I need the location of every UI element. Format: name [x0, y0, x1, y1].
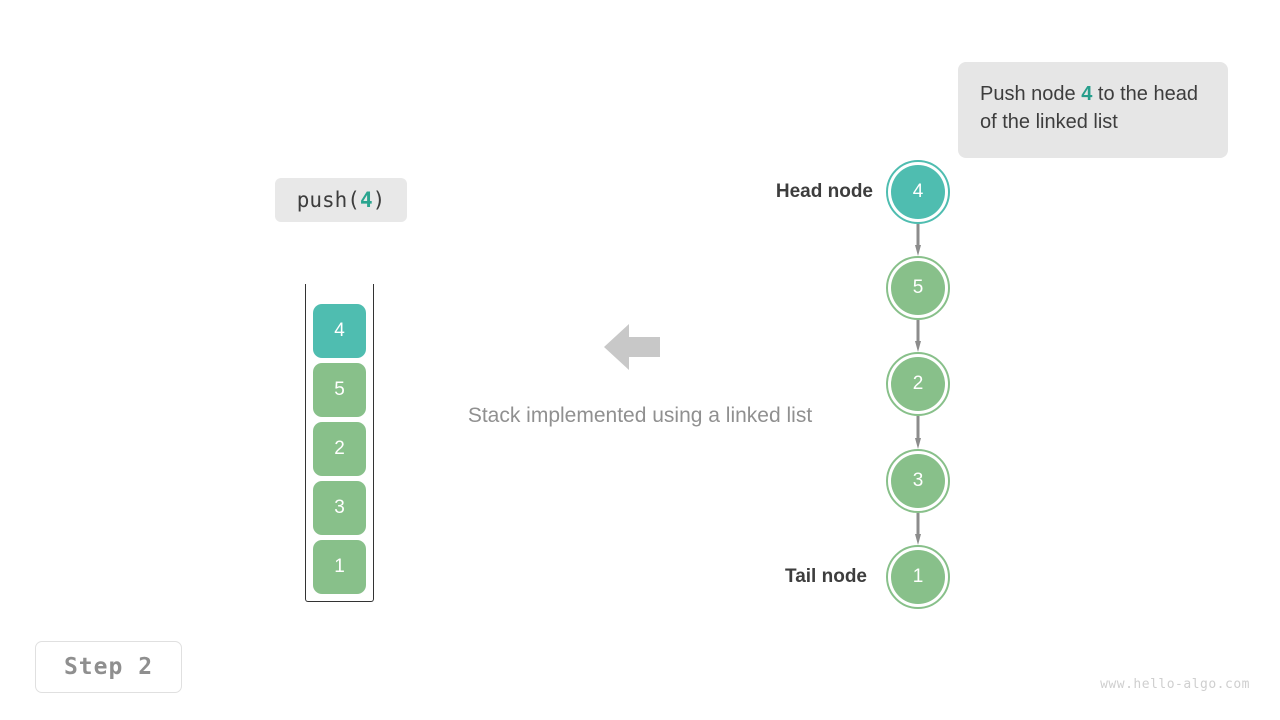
- diagram-caption: Stack implemented using a linked list: [467, 404, 813, 427]
- linked-list-node: 3: [886, 449, 950, 513]
- stack-cell: 4: [313, 304, 366, 358]
- stack-cell-value: 1: [334, 556, 345, 577]
- stack-cell: 1: [313, 540, 366, 594]
- connector-arrow-icon: [915, 320, 921, 352]
- left-arrow-icon: [604, 324, 660, 370]
- node-ring: [886, 545, 950, 609]
- node-ring: [886, 160, 950, 224]
- node-fill: [891, 454, 945, 508]
- operation-suffix: ): [372, 188, 386, 212]
- callout-box: Push node 4 to the head of the linked li…: [958, 62, 1228, 158]
- callout-text-before: Push node: [980, 83, 1082, 105]
- linked-list-node: 2: [886, 352, 950, 416]
- stack-cell: 2: [313, 422, 366, 476]
- stack-container: [305, 284, 374, 602]
- stack-cell-value: 3: [334, 497, 345, 518]
- callout-accent-value: 4: [1081, 83, 1093, 105]
- tail-node-label: Tail node: [785, 566, 867, 587]
- operation-argument: 4: [359, 188, 373, 212]
- node-fill: [891, 357, 945, 411]
- operation-label: push(4): [275, 178, 407, 222]
- connector-arrow-icon: [915, 416, 921, 449]
- connector-arrow-icon: [915, 513, 921, 545]
- node-fill: [891, 165, 945, 219]
- linked-list-node: 1: [886, 545, 950, 609]
- node-value: 1: [912, 566, 924, 587]
- linked-list: 4 5 2 3 1: [886, 160, 954, 612]
- watermark: www.hello-algo.com: [1100, 677, 1250, 692]
- callout-text-after: to the head of the linked list: [980, 83, 1198, 133]
- node-ring: [886, 352, 950, 416]
- stack-cell-value: 2: [334, 438, 345, 459]
- head-node-label: Head node: [775, 181, 873, 202]
- stack-cell-list: 4 5 2 3 1: [313, 304, 366, 599]
- node-ring: [886, 449, 950, 513]
- node-value: 4: [912, 181, 924, 202]
- operation-prefix: push(: [296, 188, 360, 212]
- node-value: 2: [912, 373, 924, 394]
- node-fill: [891, 261, 945, 315]
- connector-arrow-icon: [915, 224, 921, 256]
- node-fill: [891, 550, 945, 604]
- node-value: 5: [912, 277, 924, 298]
- linked-list-node: 5: [886, 256, 950, 320]
- stack-cell-value: 4: [334, 320, 345, 341]
- stack-cell: 3: [313, 481, 366, 535]
- node-value: 3: [912, 470, 924, 491]
- step-badge: Step 2: [35, 641, 182, 693]
- stack-cell: 5: [313, 363, 366, 417]
- linked-list-node: 4: [886, 160, 950, 224]
- callout-text: Push node 4 to the head of the linked li…: [980, 80, 1206, 136]
- stack-cell-value: 5: [334, 379, 345, 400]
- node-ring: [886, 256, 950, 320]
